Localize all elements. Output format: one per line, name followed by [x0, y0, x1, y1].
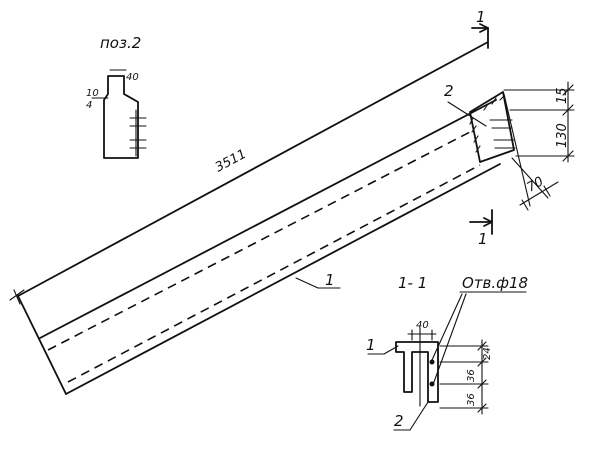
section-callout-2: 2	[393, 401, 429, 431]
section-dim-top: 40	[416, 320, 429, 331]
hole-2	[429, 381, 435, 387]
callout-2-main: 2	[444, 82, 487, 127]
section-title: 1- 1	[398, 274, 427, 292]
detail-dim-top: 40	[126, 72, 139, 83]
callout-1-main: 1	[295, 271, 341, 289]
section-callout-1: 1	[366, 336, 399, 355]
callout-2-label: 2	[444, 82, 454, 100]
section-callout-2-leader	[409, 401, 429, 431]
section-outline	[395, 341, 439, 403]
callout-1-label: 1	[325, 271, 335, 289]
end-plate-outline	[469, 91, 515, 163]
section-marker-bottom-label: 1	[478, 230, 488, 248]
section-marker-bottom: 1	[469, 209, 493, 248]
hidden-line-upper	[47, 131, 471, 351]
hole-leader-2	[433, 293, 467, 383]
weld-hatching	[469, 95, 505, 153]
inclined-member	[9, 41, 501, 395]
section-dim-v2: 36	[466, 369, 477, 382]
section-marker-bottom-arrowhead	[483, 217, 493, 227]
section-dim-v1: 24	[482, 347, 493, 360]
detail-dim-side-b: 4	[86, 100, 92, 111]
end-plate	[469, 91, 516, 163]
dim-line-offset	[519, 181, 559, 206]
section-marker-top: 1	[471, 8, 489, 49]
dim-ticks-vertical	[562, 84, 574, 162]
position-title: поз.2	[100, 34, 141, 52]
end-dimensions: 15 130 70	[503, 81, 575, 211]
hole-note: Отв.ф18	[462, 274, 528, 292]
section-dim-v3: 36	[466, 393, 477, 406]
hidden-line-lower	[67, 164, 481, 383]
callout-1-leader	[295, 277, 319, 289]
detail-outline	[103, 75, 139, 159]
dim-ticks-offset	[521, 185, 551, 211]
section-marker-top-arrowhead	[479, 23, 489, 33]
main-length-dimension: 3511	[213, 147, 249, 176]
end-tick-left	[9, 289, 25, 305]
bolt-marks	[489, 119, 516, 149]
detail-bolt-lines	[129, 109, 147, 157]
end-dim-height: 130	[555, 123, 570, 148]
dim-ext-offset-left	[503, 93, 531, 207]
section-callout-1-label: 1	[366, 336, 376, 354]
section-callout-1-leader	[383, 345, 399, 355]
detail-dim-side-a: 10	[86, 88, 99, 99]
section-dim-ticks	[477, 341, 487, 413]
end-dim-offset: 70	[525, 174, 547, 195]
detail-position-2: 40 10 4	[86, 69, 147, 159]
hole-1	[429, 359, 435, 365]
hole-leader-1	[431, 293, 463, 361]
member-upper-line	[39, 99, 497, 339]
section-marker-top-label: 1	[476, 8, 486, 26]
callout-2-leader	[447, 101, 487, 127]
member-top-edge	[17, 41, 489, 297]
member-lower-edge	[65, 163, 501, 395]
end-dim-small: 15	[555, 87, 570, 104]
section-profile: 40 24 36 36	[395, 320, 493, 415]
member-left-end	[17, 295, 67, 395]
section-callout-2-label: 2	[394, 412, 404, 430]
